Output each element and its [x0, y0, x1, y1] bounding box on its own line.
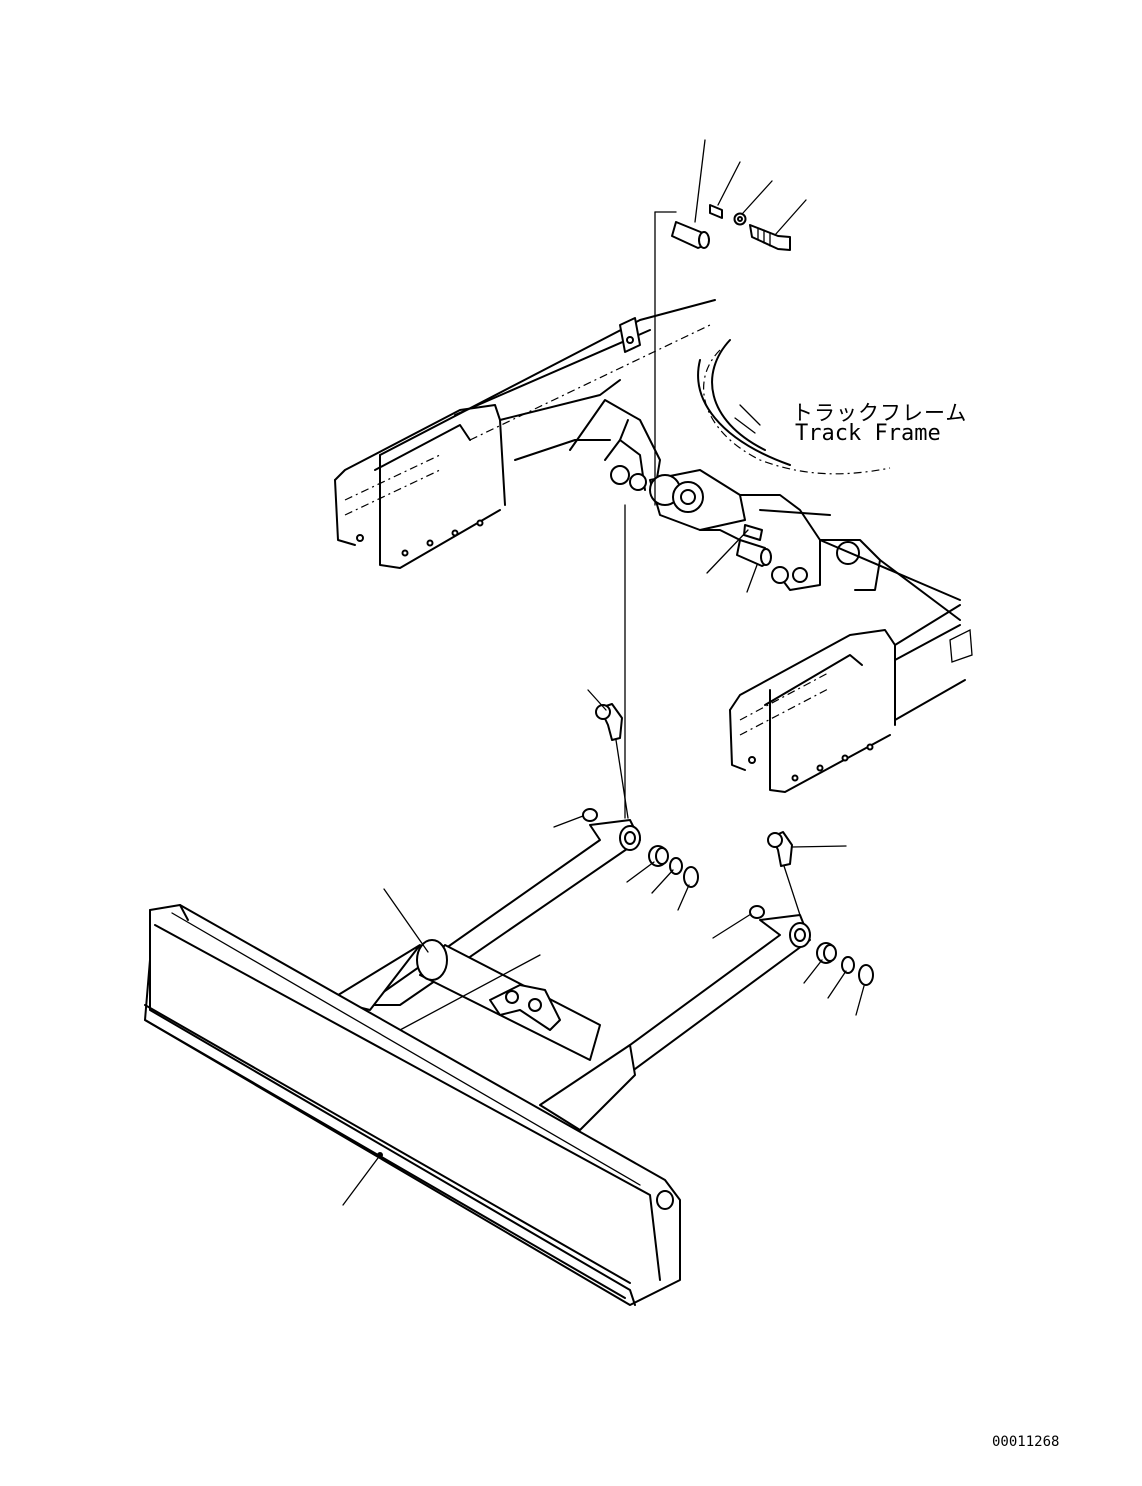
- left-washers: [582, 808, 699, 888]
- pivot-bushing: [743, 524, 763, 541]
- top-pin-assembly: [654, 204, 791, 506]
- track-frame: [334, 299, 973, 793]
- blade: [144, 904, 681, 1306]
- track-frame-label-en: Track Frame: [795, 421, 941, 446]
- leader-lines: [342, 139, 865, 1206]
- left-grease-fitting: [595, 504, 629, 819]
- blade-assembly: [144, 819, 811, 1306]
- right-grease-fitting: [767, 831, 801, 916]
- washer-left-2: [683, 866, 699, 888]
- oring-left: [582, 808, 598, 822]
- right-washers: [749, 905, 874, 986]
- oring-right: [749, 905, 765, 919]
- washer-right-1: [841, 956, 855, 974]
- washer-right-2: [858, 964, 874, 986]
- pivot-pin-assembly: [736, 524, 772, 567]
- track-frame-label-jp: トラックフレーム: [792, 401, 968, 425]
- bushing-top: [709, 204, 723, 219]
- drawing-number: 00011268: [992, 1434, 1060, 1450]
